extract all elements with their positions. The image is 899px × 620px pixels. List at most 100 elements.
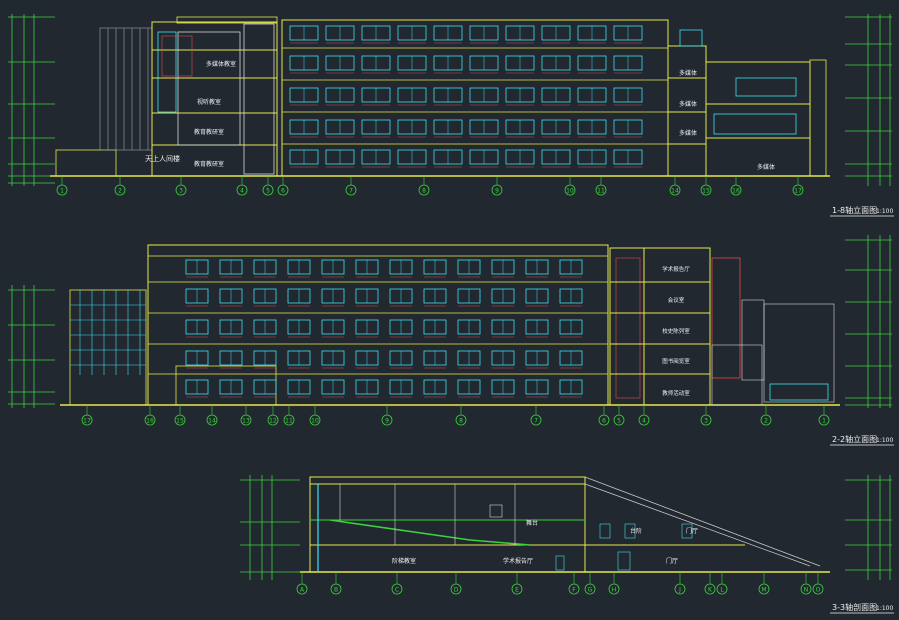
axis-bubble (613, 414, 625, 426)
elevation-2-glazed-block (69, 289, 147, 406)
axis-bubble (730, 184, 742, 196)
axis-label: F (572, 587, 576, 594)
axis-label: 15 (702, 188, 710, 195)
room-label: 多媒体 (679, 129, 697, 137)
axis-bubble (206, 414, 218, 426)
axis-label: 11 (597, 188, 605, 195)
room-label: 图书阅览室 (662, 357, 690, 365)
axis-label: 8 (459, 418, 463, 425)
elevation-2-right-dimensions (845, 235, 892, 408)
axis-label: O (816, 587, 821, 594)
elevation-2-stair-block (609, 247, 835, 406)
axis-bubble (812, 583, 824, 595)
axis-label: 6 (602, 418, 606, 425)
axis-bubble (450, 583, 462, 595)
axis-bubble (760, 414, 772, 426)
room-label: 学术报告厅 (662, 265, 690, 273)
elevation-2-title-block: 2-2轴立面图 1:100 (830, 434, 894, 446)
axis-bubble (584, 583, 596, 595)
axis-label: B (334, 587, 338, 594)
elevation-1-scale: 1:100 (876, 208, 893, 215)
room-label: 多媒体 (679, 69, 697, 77)
axis-bubble (700, 184, 712, 196)
axis-label: K (708, 587, 713, 594)
axis-label: 4 (642, 418, 646, 425)
axis-label: 4 (240, 188, 244, 195)
axis-label: 9 (385, 418, 389, 425)
axis-label: H (612, 587, 617, 594)
elevation-2-window-grid (185, 259, 583, 398)
axis-label: 16 (732, 188, 740, 195)
axis-label: 5 (617, 418, 621, 425)
axis-bubble (700, 414, 712, 426)
section-3-title-block: 3-3轴剖面图 1:100 (830, 602, 894, 614)
axis-bubble (491, 184, 503, 196)
room-label: 学术报告厅 (503, 557, 533, 565)
axis-label: L (720, 587, 724, 594)
axis-bubble (240, 414, 252, 426)
axis-label: 2 (764, 418, 768, 425)
axis-label: 12 (269, 418, 277, 425)
elevation-1-right-dimensions (845, 14, 892, 186)
room-label: 校史陈列室 (662, 327, 690, 335)
room-label: 多媒体 (679, 100, 697, 108)
section-3-building-section (309, 476, 821, 573)
elevation-1-left-dimensions (8, 14, 55, 186)
axis-bubble (530, 414, 542, 426)
room-label: 多媒体 (757, 163, 775, 171)
section-3-room-labels: 舞台阶梯教室学术报告厅台阶门厅门厅 (392, 519, 698, 565)
axis-label: 10 (311, 418, 319, 425)
elevation-2-title: 2-2轴立面图 (832, 434, 877, 444)
axis-label: 17 (83, 418, 91, 425)
elevation-2-left-dimensions (8, 285, 55, 408)
axis-bubble (704, 583, 716, 595)
axis-bubble (455, 414, 467, 426)
axis-label: 10 (566, 188, 574, 195)
axis-label: D (454, 587, 459, 594)
axis-bubble (598, 414, 610, 426)
axis-bubble (511, 583, 523, 595)
room-label: 门厅 (666, 557, 678, 565)
room-label: 阶梯教室 (392, 557, 416, 565)
elevation-2-main-facade (147, 244, 609, 406)
axis-bubble (418, 184, 430, 196)
axis-bubble (345, 184, 357, 196)
axis-bubble (758, 583, 770, 595)
axis-label: N (804, 587, 809, 594)
axis-bubble (144, 414, 156, 426)
axis-bubble (391, 583, 403, 595)
axis-label: 3 (179, 188, 183, 195)
axis-bubble (330, 583, 342, 595)
axis-bubble (674, 583, 686, 595)
axis-label: 16 (146, 418, 154, 425)
section-3-scale: 1:100 (876, 605, 893, 612)
axis-bubble (309, 414, 321, 426)
elevation-1-curtain-wall (99, 27, 153, 151)
axis-bubble (818, 414, 830, 426)
axis-label: 8 (422, 188, 426, 195)
elevation-1-title: 1-8轴立面图 (832, 205, 877, 215)
elevation-2-scale: 1:100 (876, 437, 893, 444)
room-label: 舞台 (526, 519, 538, 527)
axis-label: 14 (671, 188, 679, 195)
elevation-1-section-block (151, 16, 278, 177)
elevation-1-right-wing (667, 29, 827, 177)
elevation-1-podium (55, 149, 117, 177)
elevation-1-window-grid (289, 25, 643, 168)
axis-bubble (114, 184, 126, 196)
room-label: 教育教研室 (194, 160, 224, 168)
axis-bubble (800, 583, 812, 595)
axis-label: 6 (281, 188, 285, 195)
room-label: 会议室 (668, 296, 685, 304)
axis-bubble (564, 184, 576, 196)
axis-label: 7 (349, 188, 353, 195)
axis-label: 5 (266, 188, 270, 195)
axis-bubble (296, 583, 308, 595)
